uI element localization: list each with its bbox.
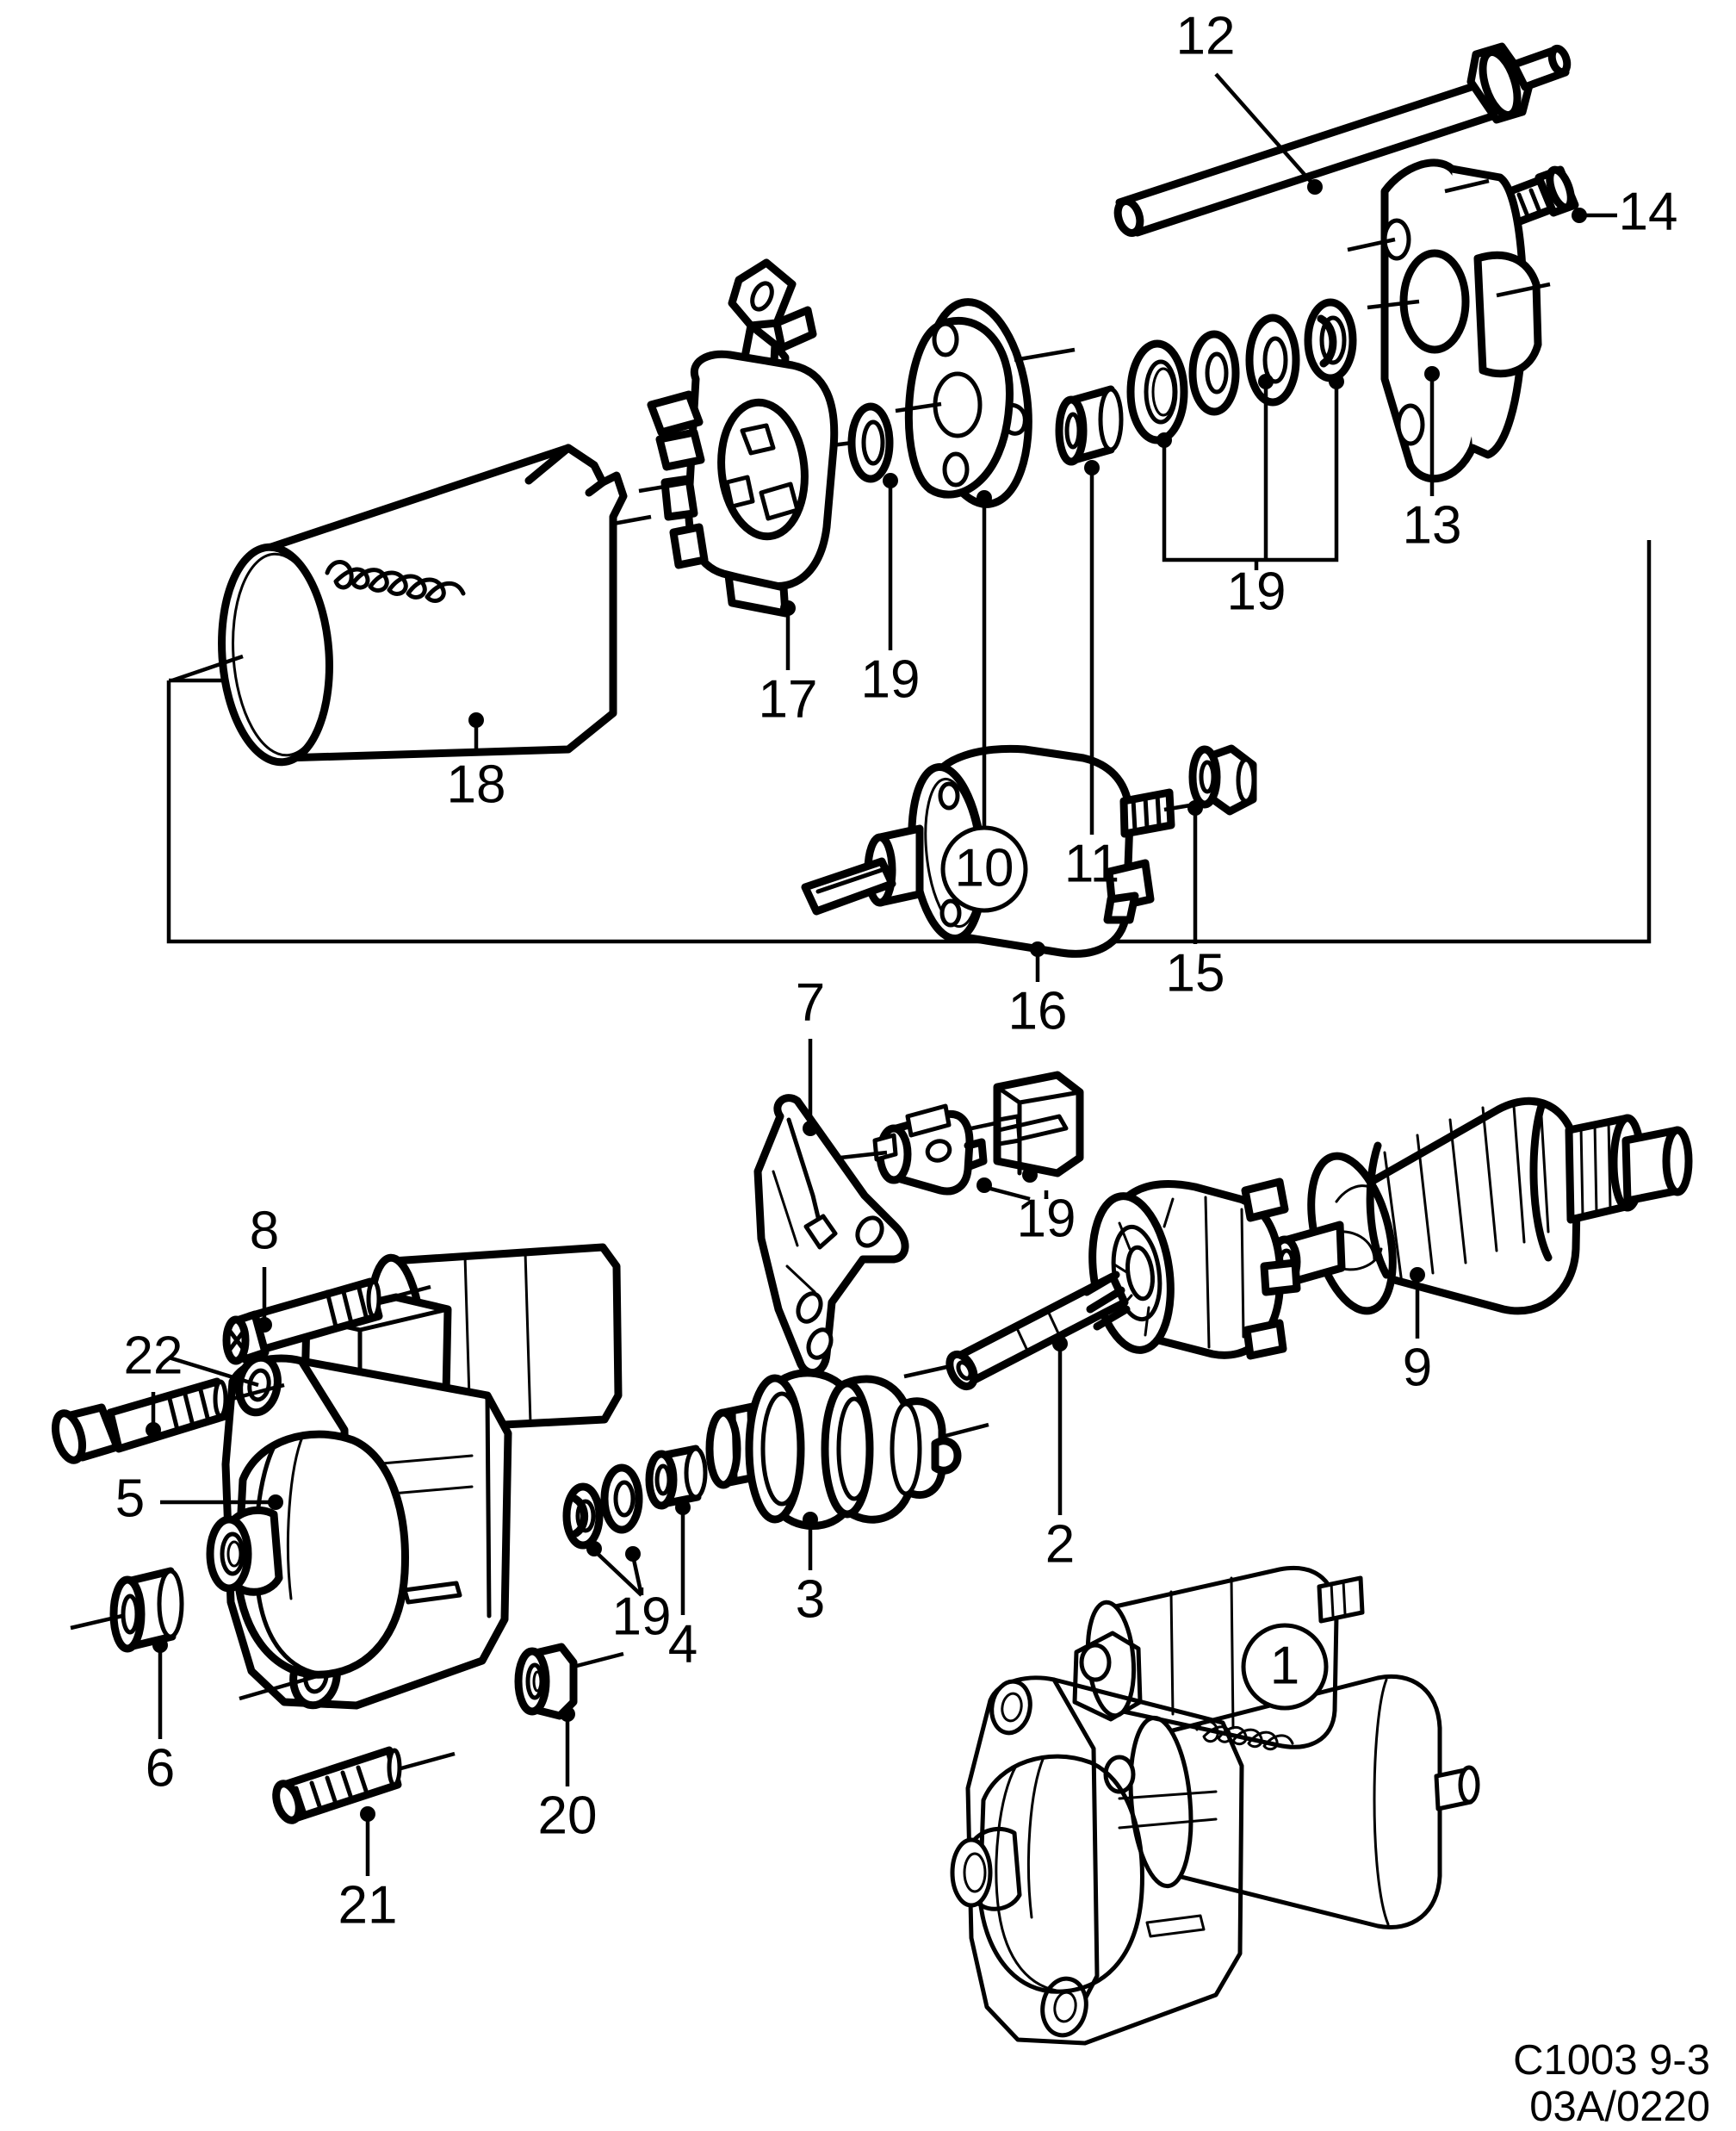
callout-20-label: 20 [538, 1786, 598, 1845]
part-washer-single-upper [810, 402, 894, 483]
callout-1-label: 1 [1270, 1636, 1299, 1695]
part-pinion-drive-gear [705, 1369, 989, 1530]
callout-19a-label: 19 [861, 649, 921, 709]
part-complete-starter-assembly [950, 1566, 1480, 2046]
part-cross-head-screw [222, 1277, 431, 1365]
part-small-parts-mid [840, 1071, 1084, 1196]
part-bearing-bushing [1055, 385, 1124, 466]
callout-19d-label: 19 [612, 1587, 672, 1646]
callout-leaders [146, 72, 1617, 1876]
callout-1-circle [1241, 1623, 1329, 1711]
callout-13-label: 13 [1403, 495, 1462, 555]
callout-17-label: 17 [759, 669, 818, 729]
callout-2-label: 2 [1045, 1514, 1075, 1574]
footer-line-1: C1003 9-3 [1513, 2037, 1710, 2084]
callout-21-label: 21 [338, 1875, 398, 1935]
part-brush-holder-assembly [593, 258, 839, 618]
part-brush-plate-cover [895, 298, 1076, 508]
callout-10: 10 [940, 825, 1028, 913]
callout-6-label: 6 [146, 1738, 175, 1798]
part-drive-shaft-planetary [903, 1177, 1301, 1391]
callout-16-label: 16 [1008, 981, 1068, 1041]
group-bracket-19-upper [1162, 383, 1339, 570]
part-stator-field-housing [171, 444, 628, 767]
callout-labels: 1 2 3 4 5 6 7 8 9 10 11 12 13 14 15 16 1… [115, 6, 1678, 1935]
callout-11-label: 11 [1064, 834, 1119, 893]
callout-3-label: 3 [796, 1569, 825, 1629]
part-hex-nut [1188, 744, 1257, 816]
part-commutator-end-cap [1347, 158, 1551, 483]
callout-1: 1 [1241, 1623, 1329, 1711]
part-stud-bolt [272, 1746, 456, 1824]
part-drive-end-housing [168, 1243, 623, 1710]
footer-line-2: 03A/0220 [1529, 2084, 1710, 2130]
part-hex-head-bolt [51, 1377, 285, 1464]
callout-10-label: 10 [955, 838, 1014, 898]
callout-7-label: 7 [796, 972, 825, 1032]
callout-19b-label: 19 [1227, 562, 1286, 621]
callout-9-label: 9 [1403, 1338, 1432, 1397]
part-lock-washer-nut [514, 1643, 624, 1720]
callout-5-label: 5 [115, 1469, 145, 1528]
footer: C1003 9-3 03A/0220 [1513, 2037, 1710, 2130]
part-washer-stack-right [1126, 298, 1357, 444]
callout-15-label: 15 [1166, 943, 1225, 1003]
callout-10-circle [940, 825, 1028, 913]
part-through-bolt [1113, 42, 1572, 237]
callout-22-label: 22 [124, 1326, 183, 1385]
callout-18-label: 18 [447, 755, 506, 814]
callout-8-label: 8 [250, 1201, 279, 1260]
part-fork-lever [753, 1094, 909, 1377]
callout-19c-label: 19 [1017, 1189, 1076, 1248]
callout-14-label: 14 [1619, 182, 1678, 241]
part-bushing-lower [645, 1444, 708, 1510]
part-washers-lower-left [562, 1463, 643, 1550]
part-spacer-sleeve [70, 1567, 184, 1653]
callout-4-label: 4 [668, 1614, 698, 1674]
callout-12-label: 12 [1176, 6, 1236, 65]
